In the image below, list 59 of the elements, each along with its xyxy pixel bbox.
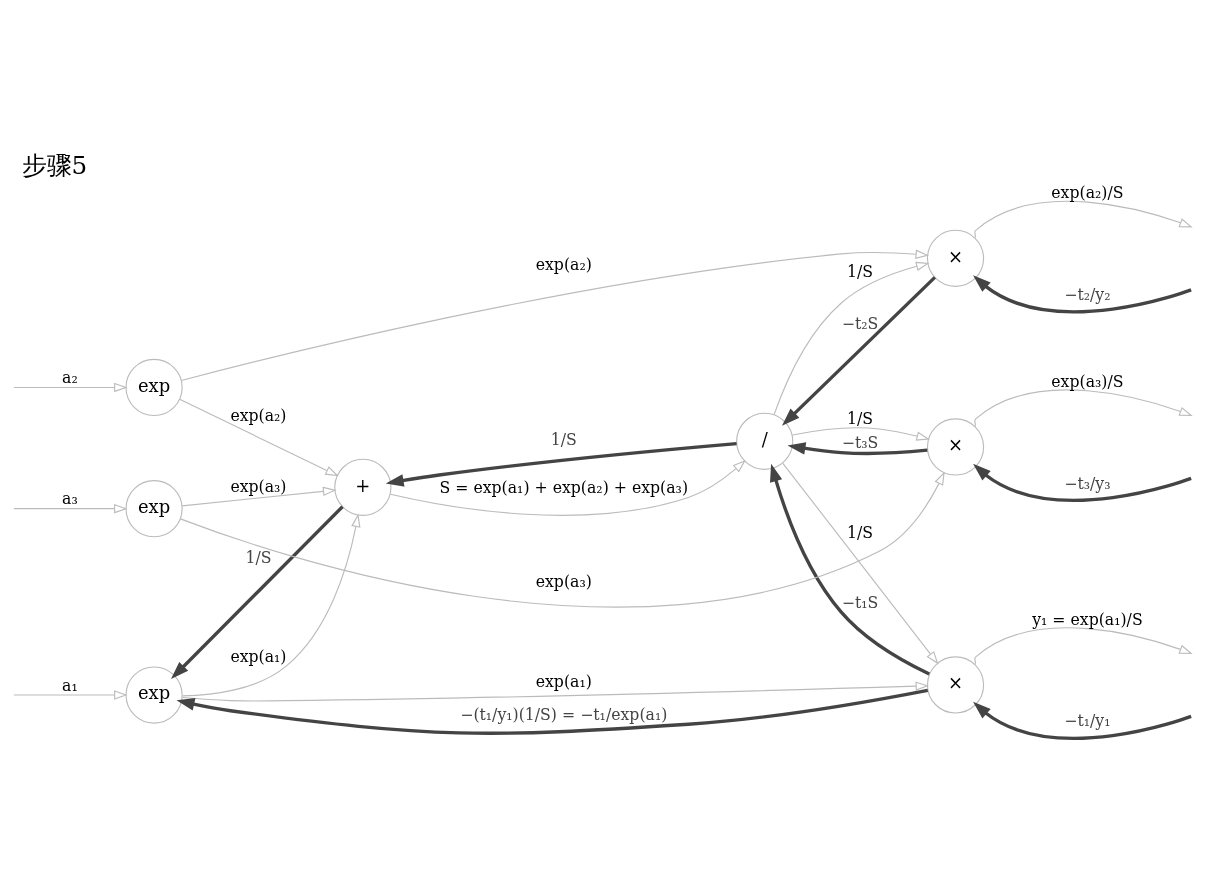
arrow: [13, 503, 128, 514]
edge-label: −t₃S: [841, 433, 879, 453]
edge-label: −(t₁/y₁)(1/S) = −t₁/exp(a₁): [460, 704, 668, 724]
arrow: [13, 690, 128, 700]
diagram-title: 步骤5: [21, 150, 88, 180]
edge-label: 1/S: [847, 408, 874, 428]
arrow: [973, 463, 1192, 502]
arrow: [782, 462, 939, 665]
edge-label: a₁: [62, 675, 78, 695]
edge-label: 1/S: [847, 261, 874, 281]
node-circle: exp: [125, 666, 183, 724]
arrow: [181, 513, 361, 697]
node-circle: /: [736, 412, 794, 470]
arrow: [973, 701, 1192, 740]
edge-label: 1/S: [550, 429, 577, 449]
arrow: [385, 441, 737, 487]
edge-label: a₃: [62, 489, 78, 509]
edge-label: 1/S: [847, 523, 874, 543]
edge-label: a₂: [62, 368, 78, 388]
arrow: [181, 681, 930, 702]
arrow: [974, 627, 1193, 666]
edge-label: −t₁S: [841, 592, 879, 612]
edge-label: exp(a₂)/S: [1051, 182, 1124, 202]
node-circle: ×: [926, 656, 985, 714]
arrow: [389, 459, 746, 516]
edge-label: exp(a₂): [230, 406, 287, 426]
edge-label: y₁ = exp(a₁)/S: [1032, 609, 1143, 629]
node-circle: exp: [125, 358, 183, 417]
arrow: [787, 442, 928, 456]
arrow: [13, 382, 128, 393]
edge-label: −t₂/y₂: [1064, 285, 1111, 305]
edge-label: −t₃/y₃: [1064, 473, 1111, 493]
node-circle: ×: [926, 229, 985, 287]
arrow: [782, 276, 936, 426]
arrow: [180, 249, 929, 381]
edge-label: −t₁/y₁: [1064, 710, 1111, 730]
arrow: [974, 200, 1193, 239]
arrow: [181, 486, 337, 507]
arrow: [176, 688, 929, 735]
edge-label: exp(a₁): [230, 646, 287, 666]
edge-label: exp(a₁): [535, 672, 592, 692]
node-circle: +: [334, 458, 392, 516]
node-circle: ×: [926, 418, 985, 476]
arrow: [773, 261, 930, 415]
arrow: [171, 505, 344, 680]
arrow: [973, 275, 1192, 314]
edge-label: exp(a₃)/S: [1051, 371, 1124, 391]
edge-label: −t₂S: [841, 314, 879, 334]
arrow: [791, 427, 930, 441]
arrow: [974, 389, 1193, 428]
arrow: [179, 398, 339, 477]
edge-label: S = exp(a₁) + exp(a₂) + exp(a₃): [439, 478, 689, 498]
edge-label: exp(a₃): [230, 477, 287, 497]
arrow: [179, 471, 945, 608]
edge-label: exp(a₃): [535, 572, 592, 592]
arrow: [770, 463, 930, 676]
edge-label: 1/S: [245, 547, 272, 567]
node-circle: exp: [125, 480, 183, 538]
edge-label: exp(a₂): [535, 254, 592, 274]
